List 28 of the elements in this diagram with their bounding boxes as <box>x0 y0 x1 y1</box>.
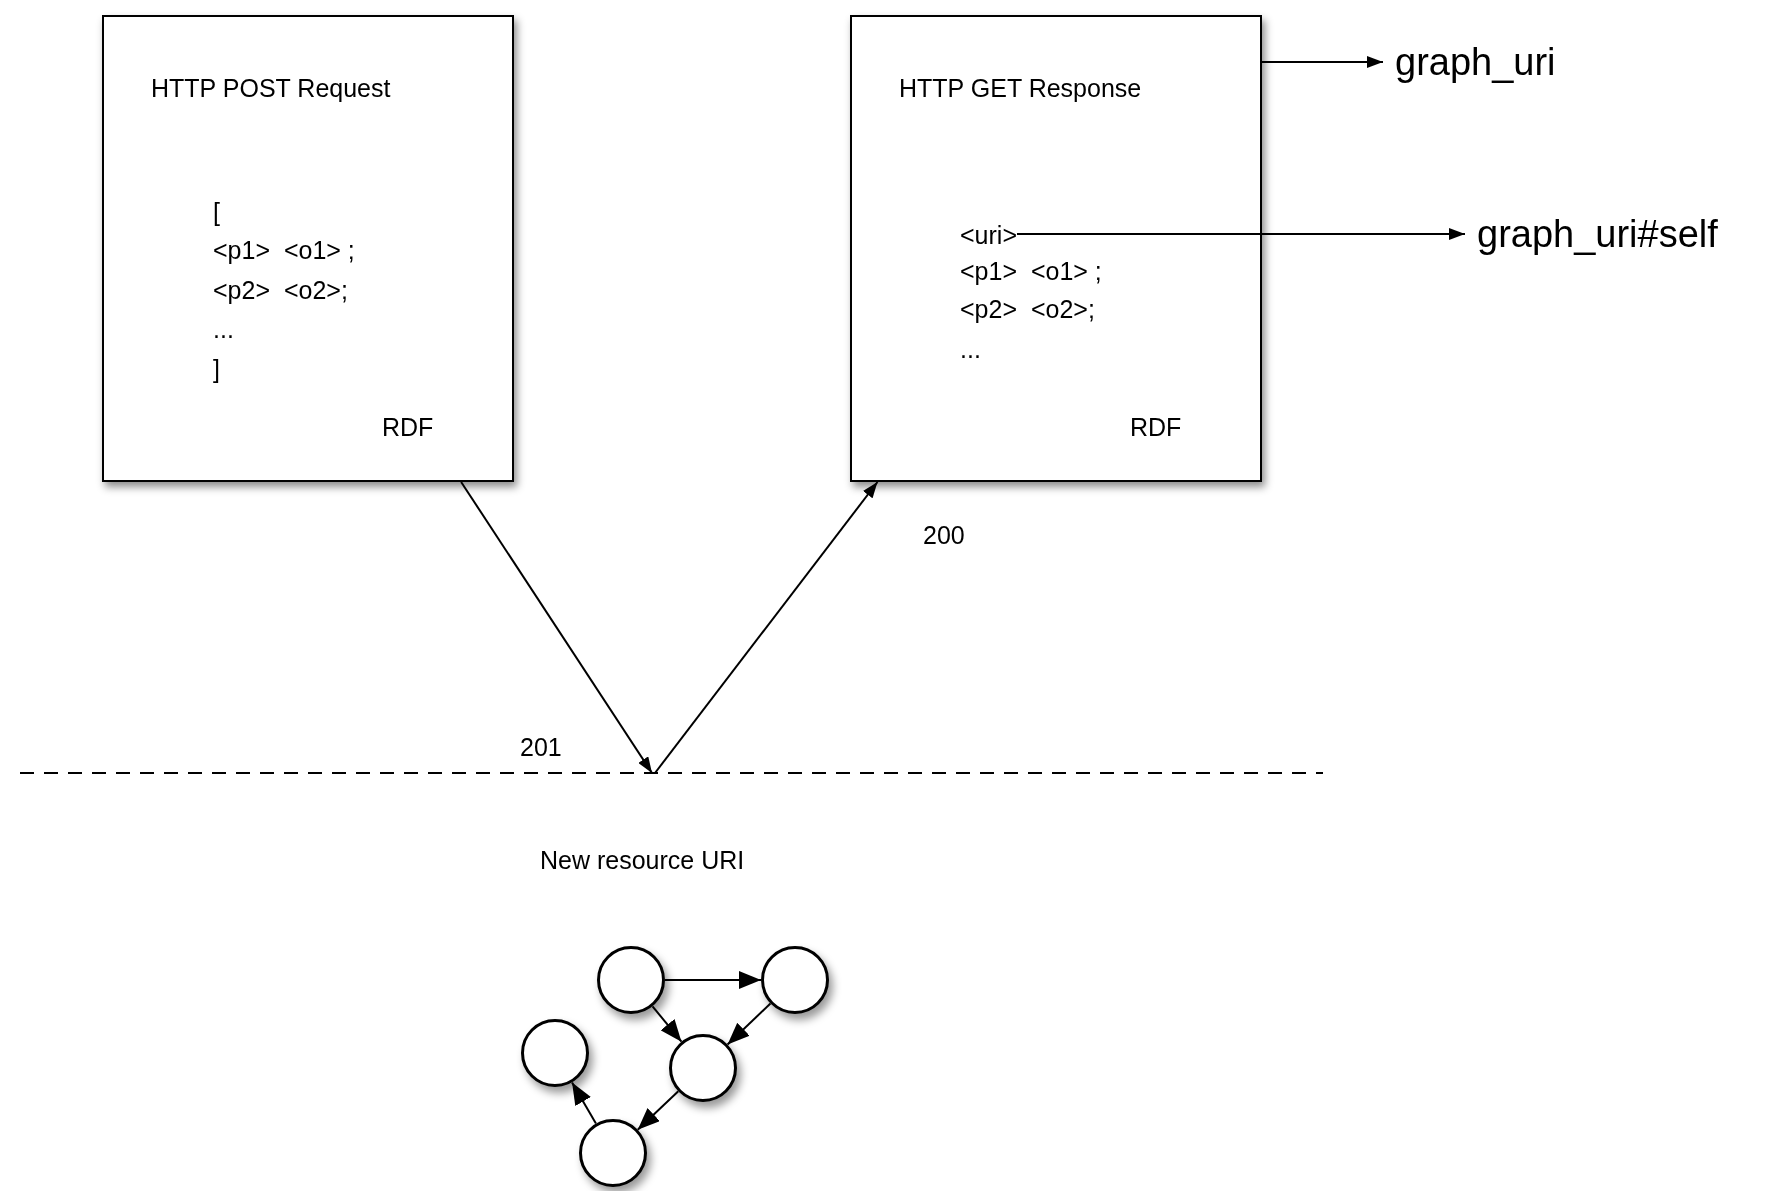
arrow <box>1261 56 1384 68</box>
arrow <box>651 1005 683 1043</box>
format-label: RDF <box>1130 412 1182 442</box>
code-line: ] <box>213 354 220 384</box>
code-line: <p2> <o2>; <box>213 275 348 305</box>
arrow <box>460 481 653 774</box>
code-line: [ <box>213 197 220 227</box>
arrow <box>654 481 879 774</box>
document-box <box>102 15 514 482</box>
uri-label: graph_uri#self <box>1465 208 1718 260</box>
document-box <box>850 15 1262 482</box>
caption-text: New resource URI <box>540 845 745 875</box>
arrow <box>1016 228 1466 240</box>
arrow <box>726 1002 772 1046</box>
code-line: <p1> <o1> ; <box>213 235 355 265</box>
uri-label: graph_uri <box>1383 36 1556 88</box>
status-code: 200 <box>923 520 965 550</box>
code-line: ... <box>960 334 981 364</box>
code-line: <p1> <o1> ; <box>960 256 1102 286</box>
status-code: 201 <box>520 732 562 762</box>
code-line: <uri> <box>960 220 1017 250</box>
code-line: ... <box>213 314 234 344</box>
box-title: HTTP POST Request <box>151 73 391 103</box>
box-title: HTTP GET Response <box>899 73 1142 103</box>
format-label: RDF <box>382 412 434 442</box>
arrow <box>664 971 762 989</box>
code-line: <p2> <o2>; <box>960 294 1095 324</box>
arrow <box>636 1090 680 1131</box>
